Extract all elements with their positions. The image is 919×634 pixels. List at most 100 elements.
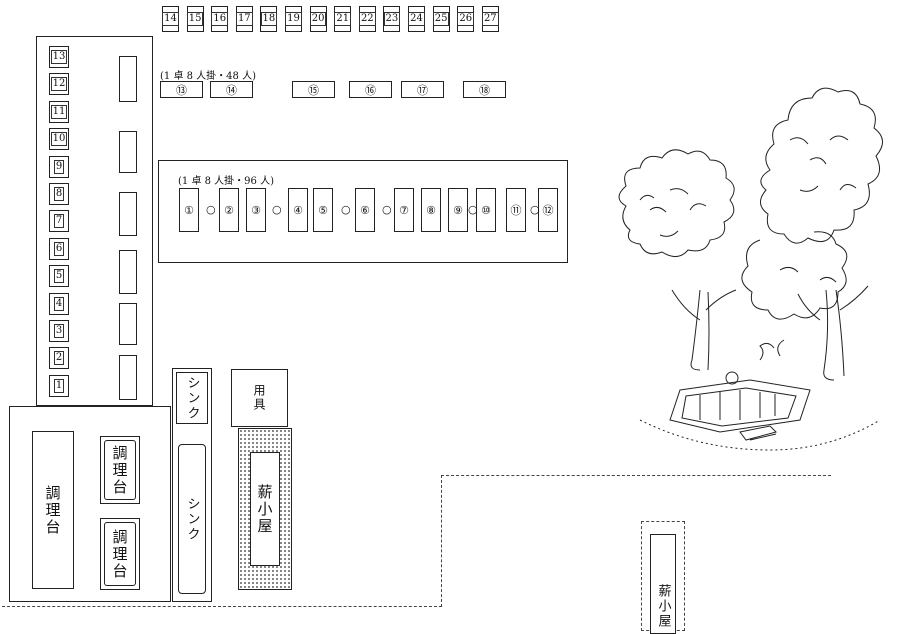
left-table-7-label: 7: [53, 214, 65, 229]
table-3: ③: [246, 188, 266, 232]
top-table-18-label: 18: [260, 12, 278, 26]
top-table-20: 20: [309, 6, 327, 32]
table-10-label: ⑩: [481, 203, 491, 217]
logs: [739, 425, 777, 441]
table-13: ⑬: [160, 81, 203, 98]
top-table-21: 21: [334, 6, 352, 32]
column-side-box-4: [119, 250, 137, 294]
table-18-label: ⑱: [479, 83, 490, 97]
left-table-9: 9: [49, 155, 69, 178]
right-tree-trunk: [797, 285, 869, 381]
campfire-smoke: [759, 339, 785, 361]
table-5-label: ⑤: [318, 203, 328, 217]
table-5: ⑤: [313, 188, 333, 232]
table-14: ⑭: [210, 81, 253, 98]
top-table-16-label: 16: [211, 12, 229, 26]
separator-dot: ○: [468, 203, 478, 216]
bottom-dashed-boundary: [2, 606, 442, 607]
cook-table-top-label: 調理台: [110, 444, 129, 496]
top-table-24-label: 24: [408, 12, 425, 26]
table-8-label: ⑧: [426, 203, 436, 217]
top-table-22-label: 22: [358, 12, 376, 26]
left-table-8-label: 8: [53, 187, 65, 201]
right-tree-foliage: [760, 87, 883, 244]
table-7-label: ⑦: [399, 203, 409, 217]
group-12-caption: (1 卓 8 人掛・96 人): [178, 176, 274, 187]
left-table-5: 5: [49, 265, 69, 288]
left-table-1-label: 1: [53, 378, 65, 393]
cook-table-bottom-label: 調理台: [110, 528, 129, 580]
left-table-4: 4: [49, 292, 69, 315]
cook-table-big-label: 調理台: [43, 484, 62, 536]
column-side-box-3: [119, 192, 137, 236]
left-table-3-label: 3: [53, 324, 65, 338]
separator-dot: ○: [272, 203, 282, 216]
sink-small-label: シンク: [184, 375, 200, 421]
top-table-27-label: 27: [481, 12, 499, 26]
top-table-26: 26: [457, 6, 475, 32]
cook-table-big: 調理台: [32, 431, 74, 589]
left-table-11: 11: [49, 100, 69, 123]
table-14-label: ⑭: [226, 83, 237, 97]
table-4: ④: [288, 188, 308, 232]
left-table-10-label: 10: [50, 132, 68, 147]
table-10: ⑩: [476, 188, 496, 232]
right-tree-lower: [741, 231, 848, 320]
table-2-label: ②: [224, 203, 234, 217]
table-15: ⑮: [292, 81, 335, 98]
top-table-15-label: 15: [186, 12, 204, 26]
top-table-19-label: 19: [285, 12, 302, 26]
left-tree-trunk: [671, 289, 737, 371]
top-table-22: 22: [358, 6, 376, 32]
group-12-frame: [158, 160, 568, 263]
table-6-label: ⑥: [360, 203, 370, 217]
table-4-label: ④: [293, 203, 303, 217]
table-11-label: ⑪: [510, 204, 522, 217]
cook-table-top: 調理台: [100, 436, 140, 504]
top-table-19: 19: [285, 6, 302, 32]
left-table-2: 2: [49, 347, 69, 370]
top-table-25-label: 25: [432, 12, 450, 26]
separator-dot: ○: [530, 203, 540, 216]
column-side-box-6: [119, 355, 137, 400]
left-table-6-label: 6: [53, 241, 65, 256]
table-15-label: ⑮: [308, 83, 319, 97]
column-side-box-1: [119, 56, 137, 102]
left-table-12-label: 12: [50, 77, 68, 92]
top-table-23-label: 23: [383, 12, 401, 26]
ground: [639, 419, 881, 451]
sink-small: シンク: [176, 372, 208, 424]
top-table-23: 23: [383, 6, 401, 32]
right-area-dashed-top: [441, 475, 831, 476]
column-side-box-5: [119, 303, 137, 345]
top-table-16: 16: [211, 6, 229, 32]
table-17-label: ⑰: [417, 83, 428, 97]
left-table-11-label: 11: [50, 104, 68, 119]
left-table-9-label: 9: [53, 159, 65, 174]
top-table-17-label: 17: [235, 12, 253, 26]
right-area-dashed-left: [441, 475, 442, 607]
table-12-label: ⑫: [542, 204, 554, 217]
group-6-caption: (1 卓 8 人掛・48 人): [160, 71, 256, 82]
table-16: ⑯: [349, 81, 392, 98]
separator-dot: ○: [206, 203, 216, 216]
table-2: ②: [219, 188, 239, 232]
left-table-5-label: 5: [53, 269, 65, 284]
table-18: ⑱: [463, 81, 506, 98]
table-16-label: ⑯: [365, 83, 376, 97]
left-table-13: 13: [49, 46, 69, 68]
top-table-14: 14: [162, 6, 179, 32]
campfire-box: [669, 379, 811, 433]
left-table-12: 12: [49, 73, 69, 96]
kitchen-frame: [9, 406, 171, 602]
table-13-label: ⑬: [176, 83, 187, 97]
top-table-25: 25: [432, 6, 450, 32]
top-table-20-label: 20: [309, 12, 327, 26]
table-11: ⑪: [506, 188, 526, 232]
left-tree-foliage: [618, 149, 735, 257]
table-6: ⑥: [355, 188, 375, 232]
table-8: ⑧: [421, 188, 441, 232]
firewood-hut-small: 薪小屋: [641, 521, 685, 634]
top-table-18: 18: [260, 6, 278, 32]
left-table-8: 8: [49, 183, 69, 205]
